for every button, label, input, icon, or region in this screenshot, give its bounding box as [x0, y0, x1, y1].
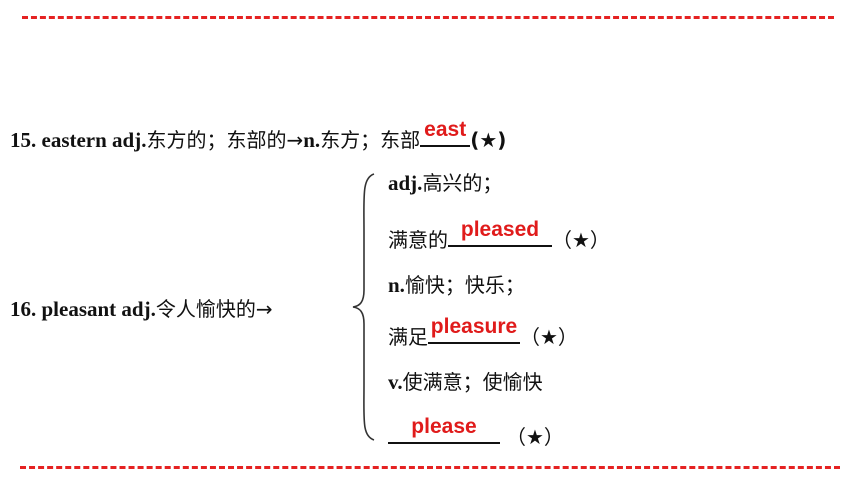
- answer-blank[interactable]: pleasure: [428, 316, 520, 344]
- branch-verb: v.使满意；使愉快: [388, 369, 543, 395]
- answer-text: please: [411, 415, 477, 438]
- headword: eastern adj.: [41, 128, 147, 152]
- part-of-speech: n.: [303, 128, 321, 152]
- branch-pleased: 满意的 pleased （★）: [388, 219, 610, 253]
- star-marker: （★）: [520, 325, 578, 349]
- branch-noun: n.愉快；快乐；: [388, 272, 525, 298]
- branch-meaning: 高兴的；: [422, 171, 503, 195]
- branch-meaning: 愉快；快乐；: [404, 273, 525, 297]
- branch-adj: adj.高兴的；: [388, 170, 502, 196]
- branch-please: please （★）: [388, 416, 564, 450]
- star-marker: （★）: [506, 425, 564, 449]
- answer-text: pleased: [460, 218, 540, 241]
- answer-blank[interactable]: please: [388, 416, 500, 444]
- branch-meaning: 满意的: [388, 228, 448, 252]
- headword-meaning: 东方的；东部的: [146, 128, 287, 152]
- headword: pleasant adj.: [41, 297, 156, 321]
- branch-meaning: 使满意；使愉快: [402, 370, 543, 394]
- vocab-item-16: 16. pleasant adj.令人愉快的→: [10, 296, 273, 322]
- noun-meaning: 东方；东部: [320, 128, 421, 152]
- headword-meaning: 令人愉快的: [155, 297, 256, 321]
- star-marker: （★）: [552, 228, 610, 252]
- item-number: 16.: [10, 297, 37, 321]
- arrow: →: [286, 128, 304, 152]
- answer-blank[interactable]: east: [420, 119, 471, 147]
- answer-text: pleasure: [430, 315, 518, 338]
- part-of-speech: v.: [388, 370, 403, 394]
- answer-blank[interactable]: pleased: [448, 219, 552, 247]
- top-dashed-divider: [22, 16, 834, 19]
- curly-brace-icon: [352, 173, 375, 441]
- part-of-speech: adj.: [388, 171, 423, 195]
- bottom-dashed-divider: [20, 466, 840, 469]
- answer-text: east: [424, 118, 467, 141]
- item-number: 15.: [10, 128, 37, 152]
- part-of-speech: n.: [388, 273, 405, 297]
- arrow: →: [255, 297, 273, 321]
- branch-meaning: 满足: [388, 325, 428, 349]
- star-marker: (★): [470, 128, 507, 152]
